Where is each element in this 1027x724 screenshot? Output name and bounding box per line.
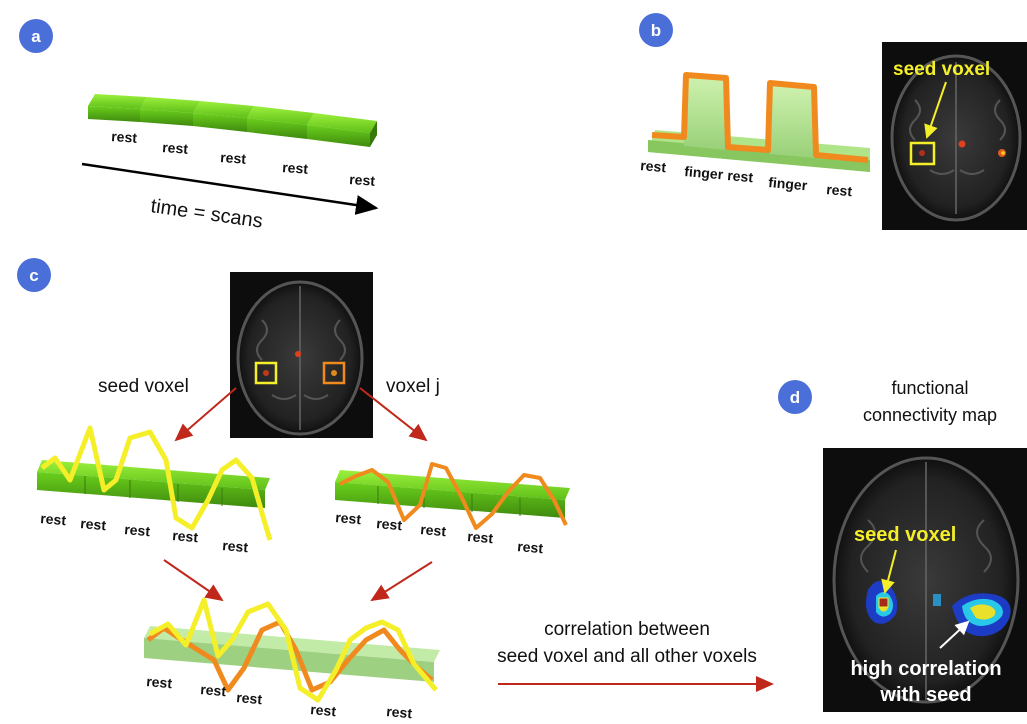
panel-b: b rest finger rest finger rest seed voxe…: [639, 13, 1027, 230]
panel-c: c seed voxel voxel j rest rest rest rest: [17, 258, 774, 721]
arrow-to-seed-series: [174, 387, 237, 442]
badge-d-label: d: [790, 388, 800, 407]
block-label-a-4: rest: [282, 159, 309, 177]
seed-voxel-label-c: seed voxel: [98, 376, 189, 397]
voxel-j-box-c: [322, 361, 346, 385]
block-a-5: [307, 113, 377, 147]
badge-c: c: [17, 258, 51, 292]
map-title-line-1: functional: [891, 378, 968, 398]
task-label-2: finger: [684, 163, 725, 182]
correlation-text-line-1: correlation between: [544, 619, 710, 640]
brain-image-c: [230, 272, 373, 438]
map-high-corr-line-2: with seed: [879, 684, 971, 706]
voxel-timeseries-line: [339, 462, 568, 530]
badge-a-label: a: [31, 27, 41, 46]
voxel-label-3: rest: [420, 521, 447, 539]
seed-label-2: rest: [80, 515, 107, 533]
map-seed-label: seed voxel: [854, 524, 956, 546]
arrow-voxel-to-combined: [370, 561, 433, 602]
voxel-label-5: rest: [517, 538, 544, 556]
combined-label-4: rest: [310, 701, 337, 719]
task-regressor-line: [651, 72, 869, 163]
seed-timeseries-line: [40, 425, 273, 541]
combined-label-5: rest: [386, 703, 413, 721]
seed-label-1: rest: [40, 510, 67, 528]
badge-a: a: [19, 19, 53, 53]
badge-c-label: c: [29, 266, 38, 285]
panel-a: a rest r: [19, 19, 379, 233]
block-label-a-1: rest: [111, 128, 138, 146]
arrow-seed-to-combined: [163, 559, 224, 602]
time-axis-label: time = scans: [149, 195, 264, 232]
task-label-3: rest: [727, 167, 754, 185]
badge-b: b: [639, 13, 673, 47]
badge-b-label: b: [651, 21, 661, 40]
seed-label-5: rest: [222, 537, 249, 555]
combined-label-1: rest: [146, 673, 173, 691]
connectivity-map-image: seed voxel high correlation with seed: [823, 448, 1027, 712]
seed-voxel-box-b: [909, 141, 936, 166]
brain-b-seed-label: seed voxel: [893, 59, 990, 80]
block-a-4: [247, 106, 314, 139]
block-a-1: [88, 94, 147, 122]
seed-label-4: rest: [172, 527, 199, 545]
panel-d: d functional connectivity map seed voxel…: [778, 378, 1027, 712]
seed-series-blocks: [37, 460, 270, 508]
seed-voxel-box-c: [254, 361, 278, 385]
combined-seed-line: [148, 597, 438, 703]
block-label-a-3: rest: [220, 149, 247, 167]
task-label-1: rest: [640, 157, 667, 175]
map-title-line-2: connectivity map: [863, 405, 997, 425]
combined-label-2: rest: [200, 681, 227, 699]
block-label-a-2: rest: [162, 139, 189, 157]
block-label-a-5: rest: [349, 171, 376, 189]
block-a-2: [140, 97, 200, 126]
task-blocks-b: [648, 76, 870, 172]
voxel-label-4: rest: [467, 528, 494, 546]
seed-label-3: rest: [124, 521, 151, 539]
brain-image-b: seed voxel: [882, 42, 1027, 230]
combined-label-3: rest: [236, 689, 263, 707]
voxel-j-label-c: voxel j: [386, 376, 440, 397]
voxel-label-2: rest: [376, 515, 403, 533]
correlation-text-line-2: seed voxel and all other voxels: [497, 646, 757, 667]
scan-blocks-a: [88, 94, 377, 147]
block-a-3: [193, 101, 254, 132]
map-high-corr-line-1: high correlation: [850, 658, 1001, 680]
badge-d: d: [778, 380, 812, 414]
time-axis-arrow: [81, 162, 379, 215]
voxel-label-1: rest: [335, 509, 362, 527]
task-label-4: finger: [768, 174, 809, 193]
arrow-to-voxel-series: [359, 387, 428, 442]
task-label-5: rest: [826, 181, 853, 199]
